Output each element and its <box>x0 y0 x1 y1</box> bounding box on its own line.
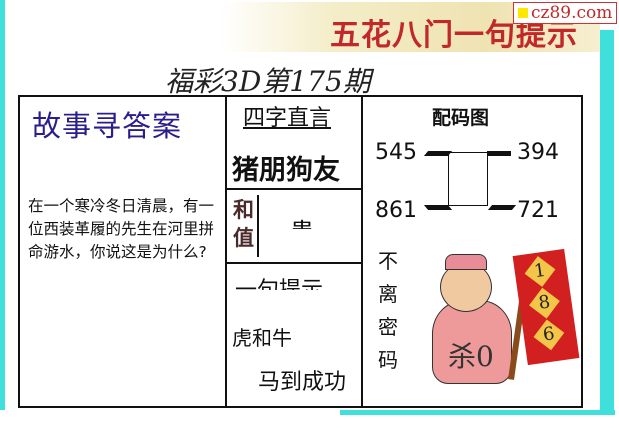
info-table <box>18 95 583 408</box>
column-divider <box>225 95 227 408</box>
vertical-char: 不 <box>378 249 398 273</box>
character-body <box>432 300 512 384</box>
cyan-border-right <box>600 30 614 415</box>
watermark-badge: cz89.com <box>513 2 618 24</box>
cyan-border-left <box>0 0 5 410</box>
flag-digit: 1 <box>532 259 548 283</box>
idiom-text: 猪朋狗友 <box>232 155 340 186</box>
vertical-char: 码 <box>378 348 398 372</box>
idiom-header: 四字直言 <box>243 106 332 131</box>
code-394: 394 <box>517 140 559 165</box>
column-divider <box>361 95 363 408</box>
flag-diamond: 6 <box>533 319 565 351</box>
code-545: 545 <box>375 140 417 165</box>
story-text: 在一个寒冷冬日清晨，有一位西装革履的先生在河里拼命游水，你说这是为什么? <box>28 197 215 261</box>
square-icon <box>518 8 528 18</box>
vertical-char: 密 <box>378 315 398 339</box>
vertical-label: 不 离 密 码 <box>378 245 400 377</box>
connector-bar <box>487 205 517 210</box>
character-hat <box>445 254 487 270</box>
row-divider <box>225 188 362 190</box>
flag-digit: 8 <box>537 291 552 314</box>
vertical-char: 离 <box>378 282 398 306</box>
hint-header: 一句提示 <box>235 272 323 290</box>
hezhi-label: 和值 <box>233 197 254 250</box>
flag-diamond: 8 <box>529 287 560 319</box>
kill-text: 杀0 <box>448 340 494 373</box>
hint-line1: 虎和牛 <box>232 326 292 350</box>
connector-bar <box>487 151 511 156</box>
connector-box <box>448 152 488 206</box>
issue-title: 福彩3D第175期 <box>165 65 371 98</box>
code-721: 721 <box>517 198 559 223</box>
watermark-text: cz89.com <box>531 3 613 23</box>
row-divider <box>225 262 362 264</box>
cyan-border-bottom <box>340 410 615 415</box>
flag-diamond: 1 <box>524 256 556 287</box>
character-face <box>440 262 492 312</box>
code-chart-header: 配码图 <box>432 107 490 129</box>
story-title: 故事寻答案 <box>32 109 183 143</box>
hezhi-value: 患 <box>290 212 314 229</box>
code-861: 861 <box>375 198 417 223</box>
flag-digit: 6 <box>541 323 556 346</box>
hezhi-divider <box>257 195 259 257</box>
hint-line2: 马到成功 <box>258 370 347 395</box>
